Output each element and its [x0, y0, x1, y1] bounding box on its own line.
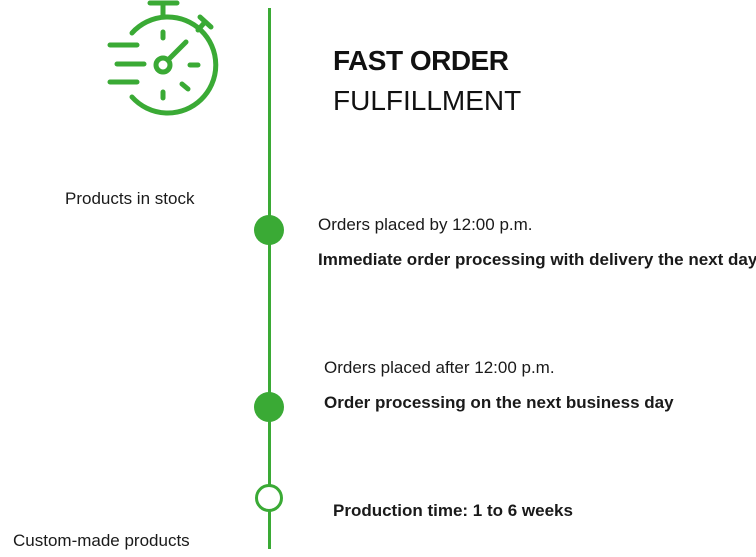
timeline-heading: Orders placed after 12:00 p.m.: [324, 358, 555, 377]
timeline-detail: Order processing on the next business da…: [324, 393, 674, 412]
timeline-detail: Immediate order processing with delivery…: [318, 250, 756, 269]
timeline-line: [268, 8, 271, 549]
timeline-heading: Orders placed by 12:00 p.m.: [318, 215, 533, 234]
timeline-dot-hollow: [255, 484, 283, 512]
label-in-stock: Products in stock: [65, 189, 195, 208]
title-bold: FAST ORDER: [333, 45, 509, 76]
timeline-dot-filled: [254, 215, 284, 245]
title-regular: FULFILLMENT: [333, 85, 522, 116]
stopwatch-fast-icon: [107, 0, 219, 116]
label-custom: Custom-made products: [13, 531, 190, 550]
timeline-dot-filled: [254, 392, 284, 422]
timeline-detail: Production time: 1 to 6 weeks: [333, 501, 573, 520]
